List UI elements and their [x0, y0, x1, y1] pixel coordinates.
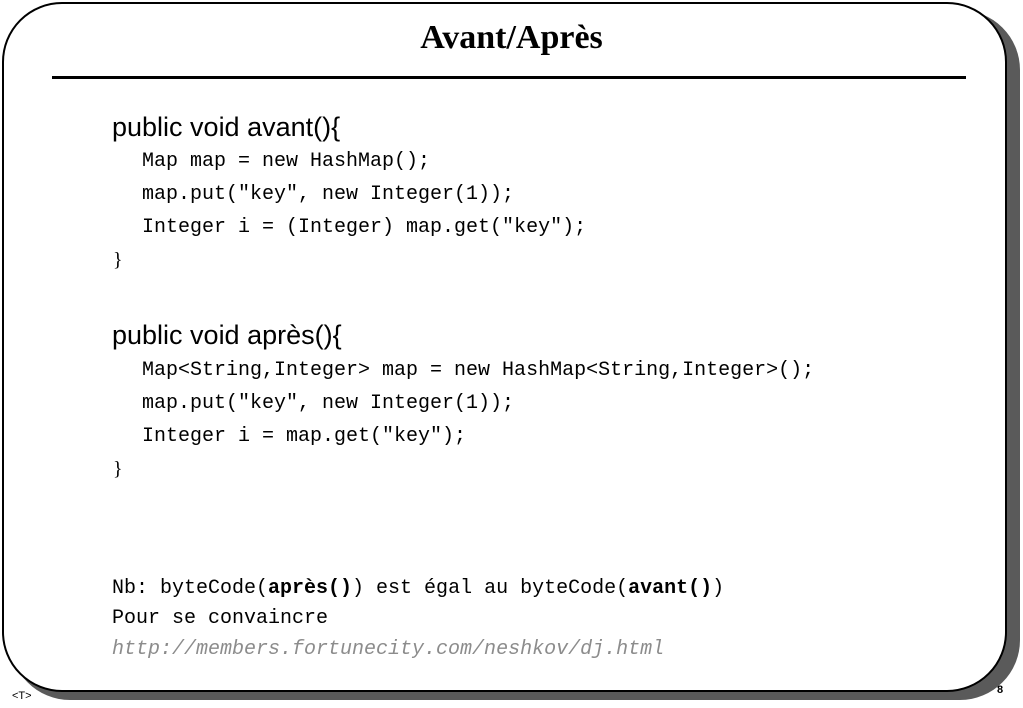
note-apres-call: après(): [268, 577, 353, 600]
avant-code-line-2: map.put("key", new Integer(1));: [142, 183, 515, 206]
convince-line: Pour se convaincre: [112, 607, 329, 630]
avant-code-line-3: Integer i = (Integer) map.get("key");: [142, 216, 587, 239]
reference-link[interactable]: http://members.fortunecity.com/neshkov/d…: [112, 638, 665, 661]
note-prefix: Nb: byteCode(: [112, 577, 269, 600]
avant-code-line-1: Map map = new HashMap();: [142, 150, 431, 173]
apres-code-line-2: map.put("key", new Integer(1));: [142, 392, 515, 415]
apres-signature: public void après(){: [112, 320, 342, 350]
note-avant-call: avant(): [628, 577, 713, 600]
apres-close-brace: }: [113, 458, 123, 480]
avant-close-brace: }: [113, 249, 123, 271]
note-suffix: ): [712, 577, 725, 600]
page-number: 8: [997, 684, 1004, 696]
slide-title: Avant/Après: [420, 19, 603, 56]
bytecode-note: Nb: byteCode(après()) est égal au byteCo…: [112, 577, 724, 601]
apres-code-line-1: Map<String,Integer> map = new HashMap<St…: [142, 359, 815, 382]
slide-frame: [2, 2, 1007, 692]
title-divider: [52, 76, 966, 79]
avant-signature: public void avant(){: [112, 112, 341, 142]
footer-tag: <T>: [12, 690, 32, 702]
note-middle: ) est égal au byteCode(: [352, 577, 629, 600]
apres-code-line-3: Integer i = map.get("key");: [142, 425, 467, 448]
